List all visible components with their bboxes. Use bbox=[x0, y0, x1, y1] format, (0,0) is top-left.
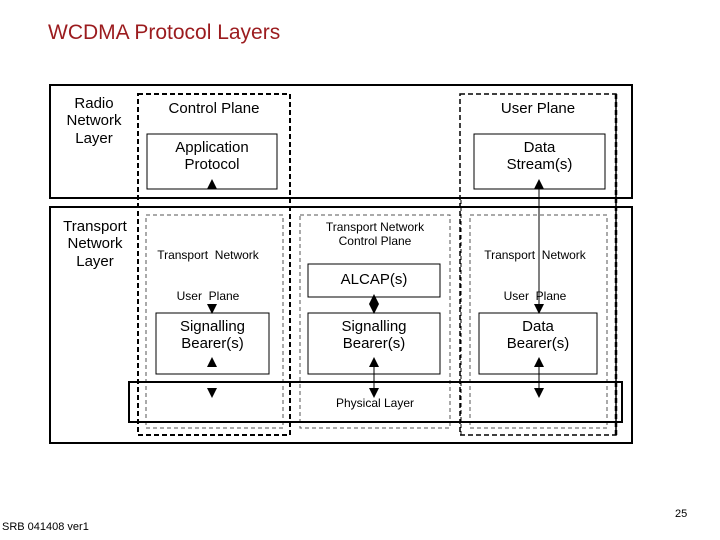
label-line: Control Plane bbox=[338, 233, 412, 248]
tn-control-plane bbox=[299, 214, 451, 429]
physical-layer-label: Physical Layer bbox=[335, 396, 415, 410]
alcap-box bbox=[307, 263, 441, 298]
label-line: Transport Network bbox=[325, 220, 425, 234]
label-line: User Plane bbox=[503, 288, 567, 303]
arrow-up-icon bbox=[207, 357, 217, 367]
arrow-down-icon bbox=[207, 388, 217, 398]
label-line: Bearer(s) bbox=[342, 335, 406, 353]
transport-network-layer-label: Transport Network Layer bbox=[52, 218, 138, 270]
alcap-label: ALCAP(s) bbox=[340, 271, 408, 288]
arrow-up-icon bbox=[534, 357, 544, 367]
label-line: Transport Network bbox=[157, 247, 259, 262]
arrow-up-icon bbox=[369, 357, 379, 367]
label-line: Transport Network bbox=[484, 247, 586, 262]
arrow-down-icon bbox=[207, 304, 217, 314]
arrow-down-icon bbox=[369, 304, 379, 314]
label-line: User Plane bbox=[176, 288, 240, 303]
tn-user-plane-right-label: Transport Network User Plane bbox=[470, 221, 600, 318]
tn-user-plane-left-label: Transport Network User Plane bbox=[146, 221, 270, 318]
label-line: Layer bbox=[75, 129, 113, 147]
control-plane-region bbox=[137, 93, 291, 436]
label-line: Layer bbox=[76, 252, 114, 270]
control-plane-label: Control Plane bbox=[168, 100, 260, 117]
label-line: Bearer(s) bbox=[181, 335, 244, 353]
label-line: Signalling bbox=[179, 318, 246, 335]
arrow-down-icon bbox=[534, 388, 544, 398]
tn-control-plane-label: Transport Network Control Plane bbox=[300, 220, 450, 249]
label-line: Stream(s) bbox=[506, 156, 573, 174]
label-line: Radio bbox=[74, 95, 114, 112]
signalling-bearer-mid-label: Signalling Bearer(s) bbox=[308, 318, 440, 353]
data-bearer-label: Data Bearer(s) bbox=[479, 318, 597, 353]
physical-layer-box bbox=[128, 381, 623, 423]
label-line: Transport bbox=[63, 218, 127, 235]
application-protocol-label: Application Protocol bbox=[147, 139, 277, 174]
page-number: 25 bbox=[675, 508, 688, 520]
arrow-up-icon bbox=[534, 179, 544, 189]
label-line: Bearer(s) bbox=[506, 335, 570, 353]
arrow-up-icon bbox=[369, 294, 379, 304]
label-line: Data bbox=[523, 139, 556, 156]
label-line: Network bbox=[66, 112, 122, 130]
radio-network-layer-box bbox=[49, 84, 633, 199]
arrow-down-icon bbox=[369, 388, 379, 398]
transport-network-layer-box bbox=[49, 206, 633, 444]
label-line: Application bbox=[175, 139, 249, 156]
slide-title: WCDMA Protocol Layers bbox=[48, 21, 281, 44]
radio-network-layer-label: Radio Network Layer bbox=[52, 95, 136, 147]
footer-document-id: SRB 041408 ver1 bbox=[2, 521, 89, 533]
signalling-bearer-left-label: Signalling Bearer(s) bbox=[156, 318, 269, 353]
data-streams-box bbox=[473, 133, 606, 190]
label-line: Data bbox=[522, 318, 554, 335]
label-line: Network bbox=[67, 235, 123, 253]
arrow-up-icon bbox=[207, 179, 217, 189]
user-plane-label: User Plane bbox=[500, 100, 576, 117]
data-streams-label: Data Stream(s) bbox=[474, 139, 605, 174]
label-line: Signalling bbox=[341, 318, 407, 335]
label-line: Protocol bbox=[184, 156, 240, 174]
arrow-down-icon bbox=[534, 304, 544, 314]
